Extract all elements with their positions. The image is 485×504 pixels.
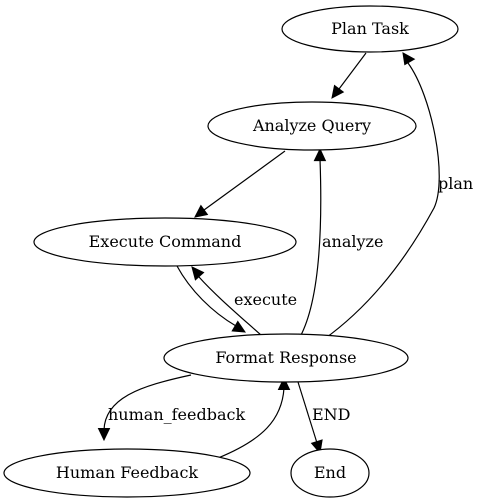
- edge-label-plan: plan: [438, 174, 473, 193]
- node-label-execute-command: Execute Command: [89, 232, 242, 251]
- node-label-format-response: Format Response: [215, 348, 356, 367]
- edge-format-response-to-execute-command: [191, 266, 263, 337]
- edge-format-response-to-human-feedback: [97, 374, 192, 442]
- node-label-end: End: [314, 463, 346, 482]
- edge-format-response-to-plan-task: [322, 52, 440, 341]
- edge-label-human-feedback: human_feedback: [108, 405, 245, 424]
- node-execute-command[interactable]: Execute Command: [33, 217, 297, 267]
- edge-label-execute: execute: [234, 290, 297, 309]
- node-label-human-feedback: Human Feedback: [56, 463, 199, 482]
- edge-label-analyze: analyze: [322, 232, 383, 251]
- edge-analyze-query-to-execute-command: [194, 150, 286, 218]
- edge-format-response-to-analyze-query: [299, 147, 327, 338]
- edge-label-end: END: [312, 405, 351, 424]
- node-analyze-query[interactable]: Analyze Query: [207, 101, 417, 151]
- node-plan-task[interactable]: Plan Task: [281, 5, 459, 53]
- edge-execute-command-to-format-response: [176, 265, 247, 333]
- edge-human-feedback-to-format-response: [217, 376, 291, 459]
- node-end[interactable]: End: [290, 448, 370, 498]
- node-format-response[interactable]: Format Response: [163, 333, 409, 383]
- node-human-feedback[interactable]: Human Feedback: [3, 448, 251, 498]
- node-label-plan-task: Plan Task: [331, 19, 409, 38]
- node-label-analyze-query: Analyze Query: [252, 116, 371, 135]
- edge-plan-task-to-analyze-query: [331, 52, 367, 99]
